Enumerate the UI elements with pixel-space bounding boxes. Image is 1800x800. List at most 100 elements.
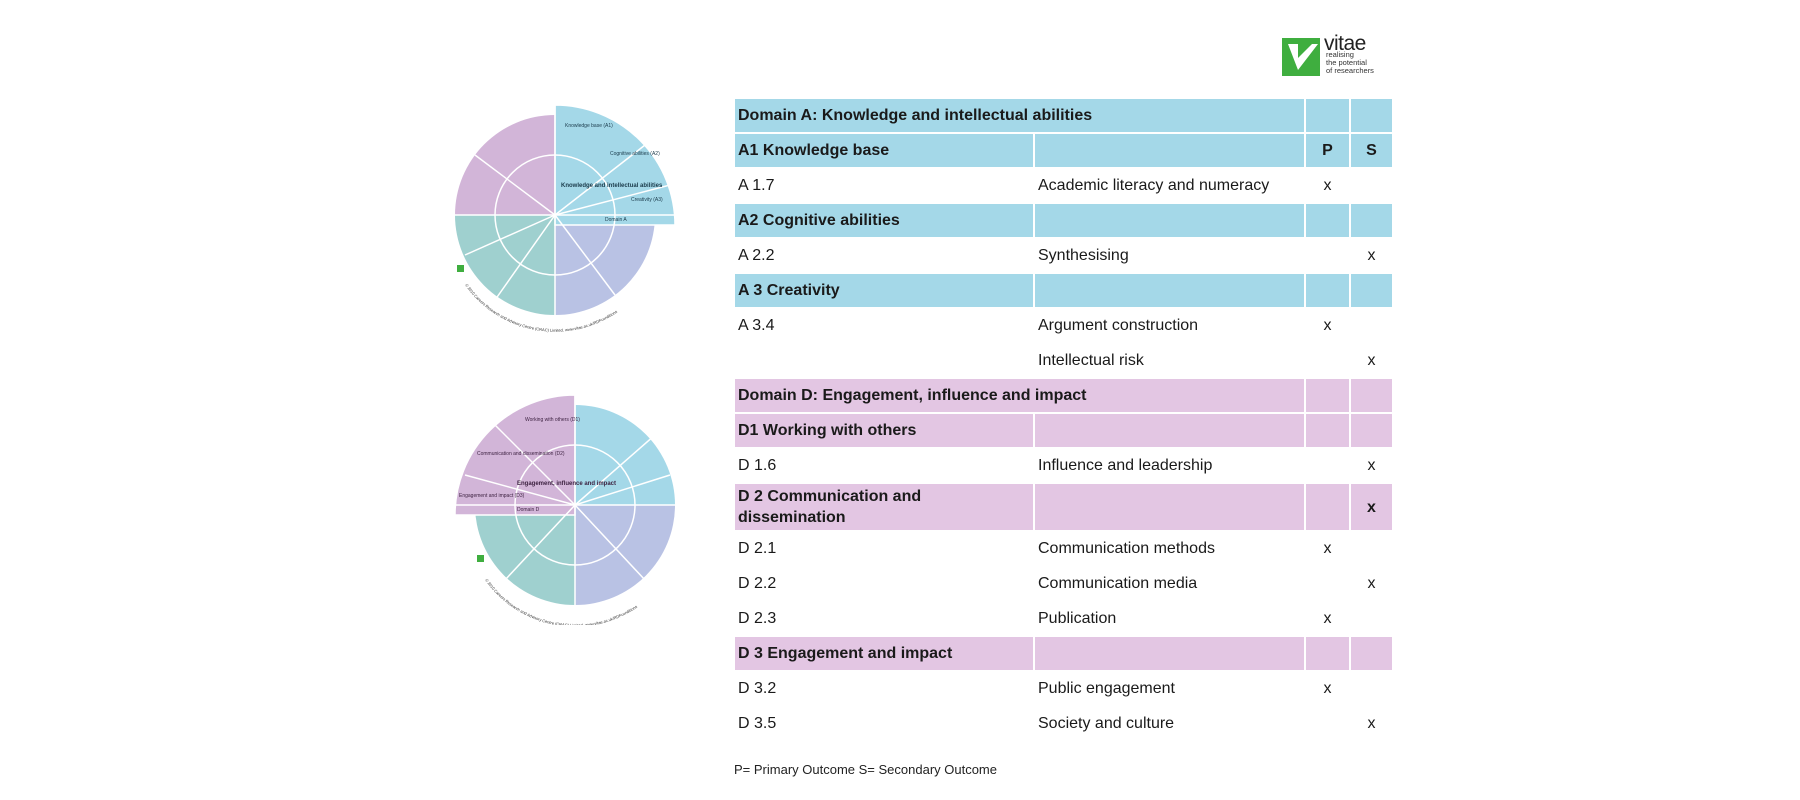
- table-cell-c4: [1351, 169, 1392, 202]
- wheel-quadrant-b: [555, 215, 655, 315]
- table-cell-c1: A 2.2: [738, 246, 775, 264]
- wheel-quadrant-c: [475, 505, 575, 605]
- wheel-segment-label: Cognitive abilities (A2): [610, 151, 660, 157]
- table-section-header-row: Domain D: Engagement, influence and impa…: [735, 379, 1392, 412]
- table-cell-c1: D 1.6: [738, 456, 777, 474]
- table-cell-c3: x: [1323, 176, 1332, 194]
- table-cell-c1: [735, 344, 1033, 377]
- table-cell-c4: [1351, 637, 1392, 670]
- table-row: D 1.6 Influence and leadership x: [735, 449, 1392, 482]
- table-cell-c3: x: [1323, 539, 1332, 557]
- table-cell-c1: A 1.7: [738, 176, 775, 194]
- table-cell-c3: [1306, 99, 1349, 132]
- vitae-wordmark: vitae: [1324, 32, 1366, 55]
- table-cell-c3: [1306, 449, 1349, 482]
- vitae-tagline: realising the potential of researchers: [1326, 50, 1374, 75]
- table-cell-c3: [1306, 414, 1349, 447]
- table-cell-c2: Argument construction: [1038, 316, 1199, 334]
- table-section-header-row: A 3 Creativity: [735, 274, 1392, 307]
- wheel-quadrant-d: [455, 115, 555, 215]
- wheel-segment-label: Communication and dissemination (D2): [477, 451, 565, 457]
- table-cell-c2: [1035, 414, 1304, 447]
- table-cell-c4: x: [1367, 714, 1376, 732]
- wheel-segment-label: Engagement and impact (D3): [459, 493, 525, 499]
- table-section-header-row: D1 Working with others: [735, 414, 1392, 447]
- table-cell-c2: Academic literacy and numeracy: [1038, 176, 1270, 194]
- table-cell-c2: Communication media: [1038, 574, 1198, 592]
- table-cell-c4: x: [1367, 351, 1376, 369]
- table-cell-c4: [1351, 204, 1392, 237]
- table-row: Intellectual risk x: [735, 344, 1392, 377]
- table-cell-c3: x: [1323, 609, 1332, 627]
- rdf-wheel-domain-a: Knowledge and intellectual abilities Kno…: [455, 105, 676, 333]
- table-cell-c3: [1306, 379, 1349, 412]
- table-cell-c4: x: [1351, 484, 1392, 530]
- table-cell-c4: [1351, 309, 1392, 342]
- table-cell-c2: Influence and leadership: [1038, 456, 1213, 474]
- table-cell-c2: Intellectual risk: [1038, 351, 1144, 369]
- table-cell-c3: [1306, 344, 1349, 377]
- table-cell-c1: A2 Cognitive abilities: [735, 204, 1033, 237]
- table-row: D 3.5 Society and culture x: [735, 707, 1392, 740]
- rdf-outcomes-table: Domain A: Knowledge and intellectual abi…: [735, 99, 1392, 740]
- table-cell-c3: [1306, 567, 1349, 600]
- table-cell-c1: A1 Knowledge base: [735, 134, 1033, 167]
- table-cell-c1: D1 Working with others: [735, 414, 1033, 447]
- rdf-wheel-domain-d: Engagement, influence and impact Working…: [455, 394, 675, 625]
- table-cell-c4: x: [1367, 574, 1376, 592]
- table-cell-c3: [1306, 637, 1349, 670]
- table-cell-c4: x: [1367, 246, 1376, 264]
- table-cell-c1: D 2.2: [738, 574, 777, 592]
- table-cell-c4: x: [1367, 456, 1376, 474]
- table-cell-c1: D 3 Engagement and impact: [735, 637, 1033, 670]
- wheel-segment-label: Knowledge base (A1): [565, 123, 613, 129]
- table-cell-domain-title: Domain A: Knowledge and intellectual abi…: [735, 99, 1304, 132]
- wheel-vitae-mini-logo: [457, 265, 464, 272]
- table-section-header-row: D 2 Communication and dissemination x: [735, 484, 1392, 530]
- table-footnote: P= Primary Outcome S= Secondary Outcome: [734, 762, 997, 777]
- wheel-segment-label: Working with others (D1): [525, 417, 580, 423]
- table-row: D 2.3 Publication x: [735, 602, 1392, 635]
- table-cell-c2: [1035, 637, 1304, 670]
- table-cell-c4: [1351, 274, 1392, 307]
- table-cell-c2: [1035, 484, 1304, 530]
- table-cell-c4: [1351, 672, 1392, 705]
- wheel-quadrant-a-highlight: [554, 105, 676, 226]
- table-cell-c4: [1351, 414, 1392, 447]
- wheel-center-title: Engagement, influence and impact: [517, 481, 616, 487]
- table-cell-c1: D 3.2: [738, 679, 777, 697]
- table-cell-c2: Society and culture: [1038, 714, 1175, 732]
- table-cell-c1: D 2.1: [738, 539, 777, 557]
- table-row: D 2.2 Communication media x: [735, 567, 1392, 600]
- table-cell-c2: [1035, 134, 1304, 167]
- table-cell-c2: Public engagement: [1038, 679, 1175, 697]
- table-cell-c3: [1306, 707, 1349, 740]
- wheel-quadrant-a: [575, 405, 675, 505]
- wheel-vitae-mini-logo: [477, 555, 484, 562]
- table-cell-c4: [1351, 99, 1392, 132]
- table-cell-c3: [1306, 204, 1349, 237]
- table-cell-c2: Publication: [1038, 609, 1117, 627]
- table-section-header-row: Domain A: Knowledge and intellectual abi…: [735, 99, 1392, 132]
- wheel-domain-label: Domain D: [517, 507, 540, 513]
- table-cell-domain-title: Domain D: Engagement, influence and impa…: [735, 379, 1304, 412]
- vitae-logo: vitae realising the potential of researc…: [1282, 32, 1378, 78]
- table-cell-c4: S: [1351, 134, 1392, 167]
- table-cell-c1: D 2.3: [738, 609, 777, 627]
- table-cell-c2: [1035, 274, 1304, 307]
- table-cell-c3: [1306, 274, 1349, 307]
- table-cell-c1: D 2 Communication and dissemination: [735, 484, 1033, 530]
- table-section-header-row: A2 Cognitive abilities: [735, 204, 1392, 237]
- table-cell-c1: D 3.5: [738, 714, 777, 732]
- table-section-header-row: D 3 Engagement and impact: [735, 637, 1392, 670]
- table-cell-c4: [1351, 532, 1392, 565]
- wheel-quadrant-d-highlight: [455, 394, 576, 516]
- table-cell-c1: A 3.4: [738, 316, 775, 334]
- table-cell-c3: [1306, 484, 1349, 530]
- table-cell-c2: Synthesising: [1038, 246, 1129, 264]
- vitae-logo-mark: [1282, 38, 1320, 76]
- wheel-segment-label: Creativity (A3): [631, 197, 663, 203]
